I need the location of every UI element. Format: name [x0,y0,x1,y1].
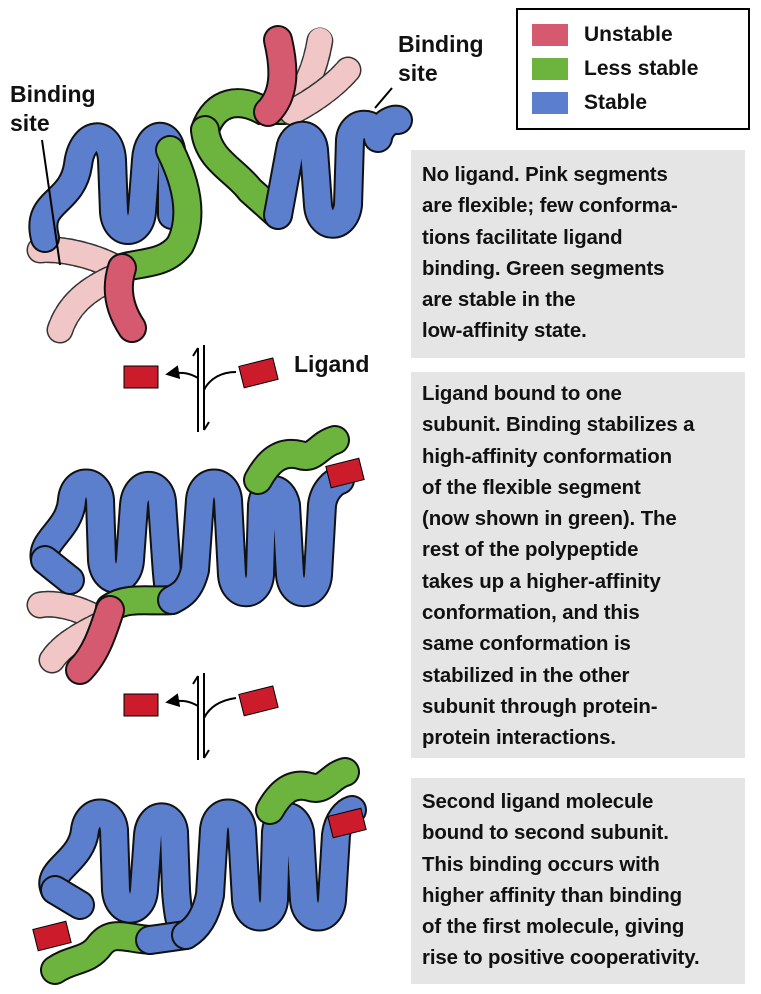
legend-item-unstable: Unstable [532,22,673,48]
ligand-free [123,365,159,389]
caption-line: higher affinity than binding [422,884,682,907]
state2-protein [26,425,355,685]
legend-swatch-unstable [532,24,568,46]
ligand-bound-2b [32,920,72,952]
caption-line: low-affinity state. [422,320,587,343]
equilibrium-arrows-2 [165,673,237,760]
equilibrium-arrows-1 [165,345,237,432]
caption-line: rest of the polypeptide [422,539,639,562]
legend-label-stable: Stable [584,91,648,114]
caption-line: bound to second subunit. [422,822,669,845]
legend-item-stable: Stable [532,90,647,116]
caption-line: Ligand bound to one [422,383,622,405]
caption-line: of the first molecule, giving [422,916,685,939]
caption-line: rise to positive cooperativity. [422,947,700,970]
caption-line: stabilized in the other [422,664,630,687]
caption-line: are flexible; few conforma- [422,195,678,218]
caption-box-1: No ligand. Pink segments are flexible; f… [411,150,745,358]
legend-item-less-stable: Less stable [532,56,698,82]
binding-site-label-right: Binding site [398,31,484,86]
state3-protein [38,757,367,985]
caption-box-2: Ligand bound to one subunit. Binding sta… [411,372,745,758]
caption-box-3: Second ligand molecule bound to second s… [411,778,745,984]
ligand-incoming [238,357,279,389]
ligand-free-2 [123,693,159,717]
ligand-incoming-2 [238,685,279,717]
legend-label-less-stable: Less stable [584,57,699,80]
caption-line: (now shown in green). The [422,508,677,531]
caption-line: are stable in the [422,289,576,312]
caption-line: tions facilitate ligand [422,226,623,249]
caption-line: binding. Green segments [422,257,665,280]
caption-line: This binding occurs with [422,853,660,876]
caption-line: of the flexible segment [422,476,641,499]
caption-line: high-affinity conformation [422,445,672,468]
ligand-bound-2a [327,807,367,839]
ligand-bound-1 [325,457,365,489]
caption-line: conformation, and this [422,602,640,625]
legend-swatch-stable [532,92,568,114]
caption-line: same conformation is [422,633,631,656]
binding-site-label-left: Binding site [10,81,96,136]
caption-line: No ligand. Pink segments [422,164,668,186]
ligand-label: Ligand [294,351,370,377]
legend-label-unstable: Unstable [584,23,673,46]
caption-line: subunit. Binding stabilizes a [422,414,695,437]
state1-protein [26,25,413,344]
caption-line: takes up a higher-affinity [422,570,661,593]
caption-line: protein interactions. [422,727,616,750]
caption-line: subunit through protein- [422,695,658,718]
legend-swatch-less-stable [532,58,568,80]
caption-line: Second ligand molecule [422,791,654,813]
stability-legend: Unstable Less stable Stable [516,8,750,130]
